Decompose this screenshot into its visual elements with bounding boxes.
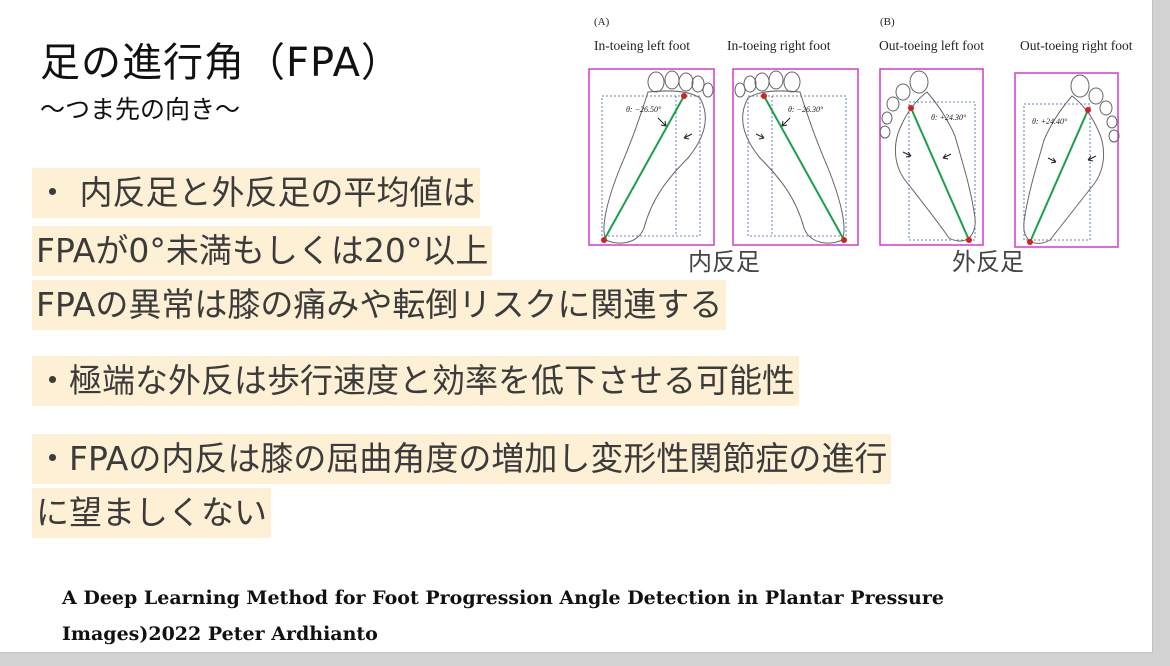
bullet-line-1: ・ 内反足と外反足の平均値は — [32, 168, 480, 218]
foot-progression-figure: (A) (B) In-toeing left foot In-toeing ri… — [580, 8, 1152, 276]
bullet-line-2: FPAが0°未満もしくは20°以上 — [32, 226, 493, 276]
bullet-line-6: に望ましくない — [32, 488, 271, 538]
dotted-box — [1023, 103, 1091, 241]
slide-subtitle: 〜つま先の向き〜 — [40, 95, 241, 124]
progression-line — [763, 95, 845, 241]
panel-a-label: (A) — [594, 16, 610, 28]
foot-diagram-2: θ: −26.30° — [732, 68, 859, 246]
caption-out-toeing: 外反足 — [952, 248, 1024, 276]
slide-title: 足の進行角（FPA） — [40, 40, 402, 86]
bounding-box — [732, 68, 859, 246]
angle-label-4: θ: +24.40° — [1032, 117, 1068, 126]
angle-label-1: θ: −26.50° — [626, 105, 662, 114]
bounding-box — [879, 68, 984, 246]
progression-line — [1029, 109, 1089, 243]
angle-label-3: θ: +24.30° — [931, 113, 967, 122]
slide: 足の進行角（FPA） 〜つま先の向き〜 ・ 内反足と外反足の平均値は FPAが0… — [0, 0, 1153, 653]
panel-b-label: (B) — [880, 16, 895, 28]
bullet-line-4: ・極端な外反は歩行速度と効率を低下させる可能性 — [32, 356, 799, 406]
bounding-box — [1014, 72, 1119, 248]
progression-line — [910, 107, 970, 241]
bullet-line-3: FPAの異常は膝の痛みや転倒リスクに関連する — [32, 280, 727, 330]
dotted-box — [908, 101, 976, 241]
foot-title-3: Out-toeing left foot — [879, 38, 984, 53]
foot-diagram-3: θ: +24.30° — [879, 68, 984, 246]
foot-title-4: Out-toeing right foot — [1020, 38, 1133, 53]
bullet-line-5: ・FPAの内反は膝の屈曲角度の増加し変形性関節症の進行 — [32, 434, 892, 484]
angle-label-2: θ: −26.30° — [788, 105, 824, 114]
bounding-box — [588, 68, 715, 246]
foot-title-1: In-toeing left foot — [594, 38, 690, 53]
foot-title-2: In-toeing right foot — [727, 38, 831, 53]
progression-line — [603, 95, 685, 241]
foot-diagram-1: θ: −26.50° — [588, 68, 715, 246]
dotted-box — [601, 95, 701, 237]
dotted-box — [747, 95, 847, 237]
caption-in-toeing: 内反足 — [688, 248, 760, 276]
foot-diagram-4: θ: +24.40° — [1014, 72, 1120, 248]
citation: A Deep Learning Method for Foot Progress… — [62, 587, 944, 645]
